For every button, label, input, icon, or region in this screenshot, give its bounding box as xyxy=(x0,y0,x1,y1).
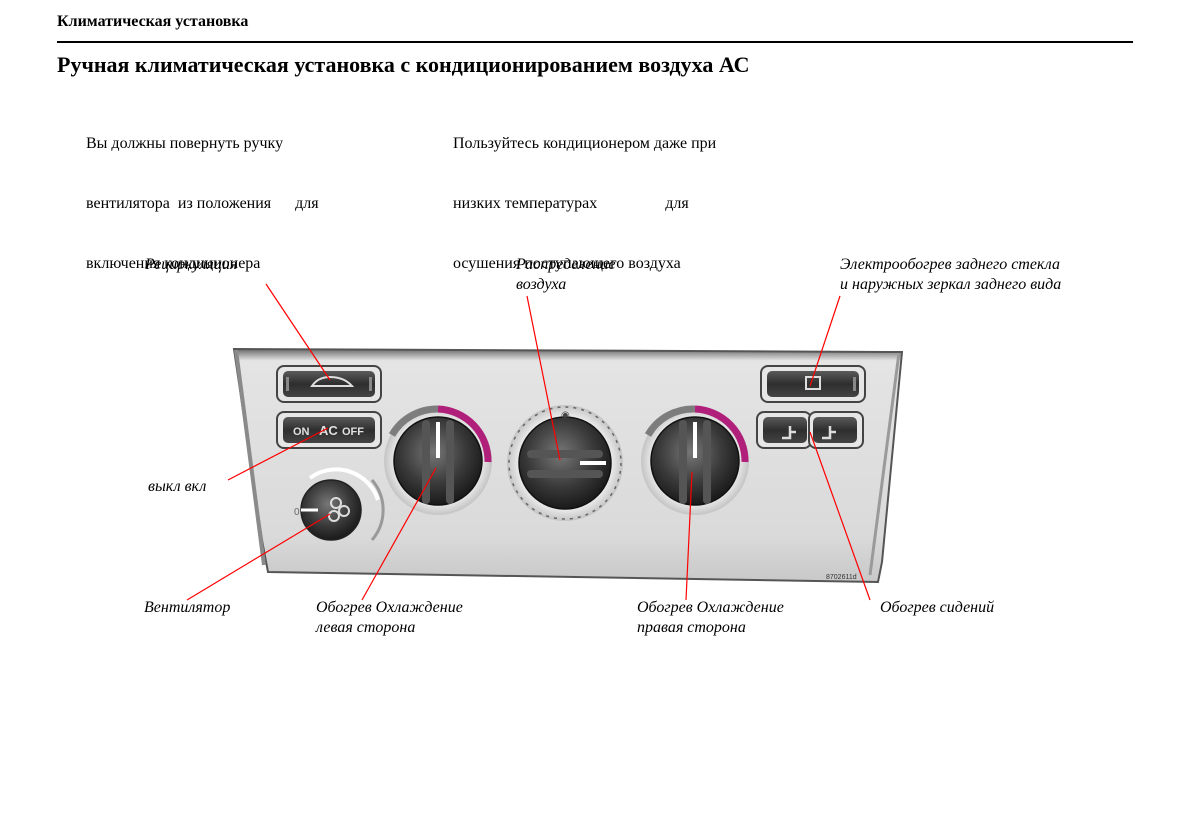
label-fan: Вентилятор xyxy=(144,599,231,616)
ac-on-text: ON xyxy=(293,426,310,438)
right-paragraph-line: Пользуйтесь кондиционером даже при xyxy=(453,135,717,152)
leader-seat-heating xyxy=(809,431,871,601)
air-distribution-knob[interactable]: ◉ xyxy=(507,405,623,521)
label-line: Обогрев Охлаждение xyxy=(637,599,784,616)
left-paragraph: Вы должны повернуть ручку вентилятора из… xyxy=(86,94,319,294)
label-line: правая сторона xyxy=(637,619,746,636)
left-temperature-knob[interactable] xyxy=(384,405,492,515)
right-paragraph: Пользуйтесь кондиционером даже при низки… xyxy=(453,94,716,294)
label-rear-defrost: Электрообогрев заднего стекла и наружных… xyxy=(840,255,1061,295)
fan-icon xyxy=(328,497,350,522)
part-code: 8702611d xyxy=(826,574,857,581)
seat-heating-right-button[interactable] xyxy=(808,411,864,449)
right-paragraph-line: низких температурах для xyxy=(453,195,689,212)
recirculation-button[interactable] xyxy=(276,365,382,403)
leader-air-distribution xyxy=(526,295,561,461)
ac-button[interactable]: ON AC OFF xyxy=(276,411,382,449)
svg-text:0: 0 xyxy=(294,507,300,518)
seat-heating-left-button[interactable] xyxy=(756,411,812,449)
label-ac-off-on: выкл вкл xyxy=(148,478,207,495)
label-line: воздуха xyxy=(516,276,567,293)
label-line: левая сторона xyxy=(316,619,416,636)
label-air-distribution: Распределение воздуха xyxy=(516,255,615,295)
left-paragraph-line: включения кондиционера xyxy=(86,255,261,272)
left-paragraph-line: вентилятора из положения для xyxy=(86,195,319,212)
label-right-temp: Обогрев Охлаждение правая сторона xyxy=(637,598,784,638)
leader-ac xyxy=(227,427,329,481)
label-seat-heating: Обогрев сидений xyxy=(880,599,995,616)
seat-heating-icon xyxy=(822,426,836,440)
ac-text: AC xyxy=(319,423,338,438)
label-line: Обогрев Охлаждение xyxy=(316,599,463,616)
leader-left-temp xyxy=(361,467,437,601)
page-title: Ручная климатическая установка с кондици… xyxy=(57,52,750,77)
recirculation-icon xyxy=(310,375,355,387)
label-line: и наружных зеркал заднего вида xyxy=(840,276,1062,293)
leader-right-temp xyxy=(685,471,693,601)
leader-lines xyxy=(186,283,871,601)
leader-recirculation xyxy=(265,283,331,381)
svg-text:◉: ◉ xyxy=(561,410,570,421)
seat-heating-icon xyxy=(782,426,796,440)
right-paragraph-line: осушения поступающего воздуха xyxy=(453,255,681,272)
rear-defrost-button[interactable] xyxy=(760,365,866,403)
label-recirculation: Рециркуляция xyxy=(145,256,238,273)
label-left-temp: Обогрев Охлаждение левая сторона xyxy=(316,598,463,638)
leader-fan xyxy=(186,513,331,601)
fan-knob[interactable]: 0 xyxy=(294,467,385,541)
header-rule xyxy=(57,41,1133,43)
leader-rear-defrost xyxy=(809,295,841,387)
left-paragraph-line: Вы должны повернуть ручку xyxy=(86,135,284,152)
section-header: Климатическая установка xyxy=(57,13,249,30)
label-line: Распределение xyxy=(516,256,616,273)
right-temperature-knob[interactable] xyxy=(641,405,749,515)
ac-off-text: OFF xyxy=(342,426,364,438)
label-line: Электрообогрев заднего стекла xyxy=(840,256,1060,273)
